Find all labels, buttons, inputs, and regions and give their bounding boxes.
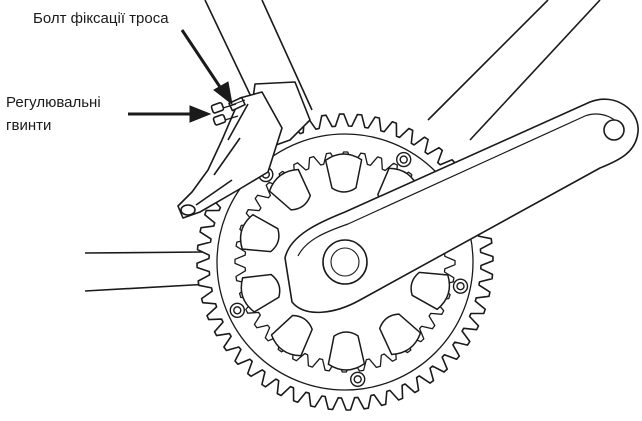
spider-cutout [240, 273, 281, 313]
down-tube-lower-edge [469, 0, 601, 141]
spider-cutout [324, 153, 363, 193]
outer-chainring-inner-edge [216, 133, 474, 391]
seat-tube-right-edge [261, 0, 313, 111]
label-adjusting-screws-line2: гвинти [6, 117, 52, 134]
leader-arrows [128, 29, 233, 123]
down-tube-upper-edge [427, 0, 549, 121]
crank-arm [284, 98, 639, 314]
front-derailleur [177, 81, 311, 219]
adjust-screws-arrowhead [189, 105, 212, 123]
chainring-bolts [229, 151, 469, 387]
spider-cutout [239, 213, 280, 253]
spider-cutout [410, 271, 451, 311]
spider-cutout [268, 168, 312, 211]
spider-cutout [378, 313, 422, 356]
crank-spindle-cap [322, 239, 368, 285]
cable-bolt-arrowhead [213, 81, 233, 106]
chainring-bolt-center [456, 282, 465, 291]
frame-tubes [84, 0, 601, 292]
chainstay-upper-edge [84, 251, 206, 254]
label-adjusting-screws-line1: Регулювальні [6, 94, 101, 111]
chainring-bolt-center [233, 306, 242, 315]
crank-spindle-bolt [330, 247, 360, 277]
adjusting-screws [210, 101, 239, 126]
seat-tube-left-edge [204, 0, 256, 106]
derailleur-cage-inner [195, 103, 249, 206]
chainring-bolt-center [399, 155, 408, 164]
chainstay-lower-edge [84, 283, 211, 292]
spider-cutout [270, 314, 313, 357]
chainring-bolt-center [353, 375, 362, 384]
label-cable-fixing-bolt: Болт фіксації троса [33, 10, 169, 27]
pedal-hole [603, 119, 625, 141]
crank-arm-body [284, 98, 639, 314]
derailleur-tail-eye [180, 204, 196, 216]
spider-cutout [327, 331, 366, 371]
cable-bolt-leader-line [180, 29, 224, 91]
